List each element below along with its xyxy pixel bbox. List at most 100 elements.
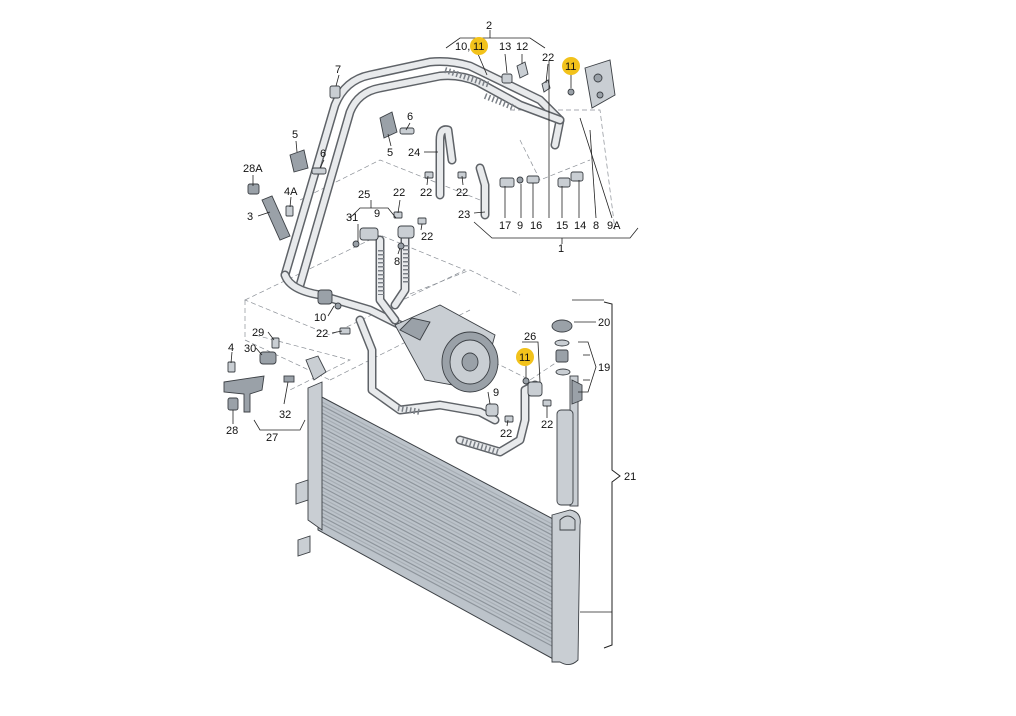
callout-6-top: 6 — [407, 111, 413, 123]
condenser-fin-line — [321, 445, 553, 569]
leader-lines — [230, 30, 639, 649]
part-32 — [283, 375, 295, 383]
condenser-fin-line — [321, 464, 553, 588]
callout-25: 25 — [358, 189, 370, 201]
callout-22-a: 22 — [420, 187, 432, 199]
condenser-fin-line — [321, 401, 553, 525]
callout-12: 12 — [516, 41, 528, 53]
condenser-fin-line — [321, 438, 553, 562]
condenser-fin-line — [321, 475, 553, 599]
refrigerant-lines — [280, 57, 565, 457]
highlight-badge-11-right — [562, 57, 580, 75]
callout-8-right: 8 — [593, 220, 599, 232]
callout-27: 27 — [266, 432, 278, 444]
callout-9-right: 9 — [517, 220, 523, 232]
callout-16: 16 — [530, 220, 542, 232]
callout-2: 2 — [486, 20, 492, 32]
condenser-fin-line — [321, 497, 553, 621]
callout-11-top: 11 — [473, 41, 484, 53]
condenser-fin-line — [321, 512, 553, 636]
condenser-fin-line — [321, 486, 553, 610]
callout-11-lower: 11 — [519, 352, 530, 364]
condenser-fin-line — [321, 482, 553, 606]
receiver-drier — [551, 319, 583, 507]
callout-4: 4 — [228, 342, 234, 354]
condenser — [295, 355, 581, 665]
callout-28: 28 — [226, 425, 238, 437]
clamp-5-left — [289, 149, 309, 173]
compressor — [394, 304, 499, 393]
condenser-fin-line — [321, 449, 553, 573]
callout-10: 10, — [455, 41, 470, 53]
condenser-fin-line — [321, 523, 553, 647]
clamp-5-top — [379, 111, 398, 139]
callout-32: 32 — [279, 409, 291, 421]
fitting-25b — [397, 225, 415, 239]
callout-15: 15 — [556, 220, 568, 232]
condenser-fin-line — [321, 405, 553, 529]
fitting-10 — [317, 289, 333, 305]
highlight-badge-11-lower — [516, 348, 534, 366]
condenser-fin-line — [321, 471, 553, 595]
bolt-29 — [271, 337, 280, 349]
callout-labels: 2 10, 11 13 12 22 11 7 6 5 6 5 24 22 22 … — [226, 20, 636, 483]
part-13 — [501, 73, 513, 84]
o-ring-11-top — [567, 88, 575, 96]
callout-22-g: 22 — [541, 419, 553, 431]
callout-30: 30 — [244, 343, 256, 355]
part-28 — [227, 397, 239, 411]
condenser-fin-line — [321, 442, 553, 566]
condenser-fin-line — [321, 419, 553, 544]
expansion-valve — [584, 59, 616, 109]
callout-22-c: 22 — [393, 187, 405, 199]
condenser-fin-line — [321, 431, 553, 555]
condenser-fin-line — [321, 468, 553, 592]
callout-9-upper: 9 — [374, 208, 380, 220]
callout-1: 1 — [558, 243, 564, 255]
condenser-fin-line — [321, 490, 553, 614]
bracket-3 — [261, 195, 291, 241]
callout-9A: 9A — [607, 220, 621, 232]
condenser-fin-line — [321, 519, 553, 643]
condenser-fin-line — [321, 412, 553, 536]
condenser-fin-line — [321, 453, 553, 577]
condenser-fin-line — [321, 501, 553, 625]
callout-29: 29 — [252, 327, 264, 339]
callout-22-top: 22 — [542, 52, 554, 64]
condenser-fin-line — [321, 479, 553, 603]
callout-22-e: 22 — [316, 328, 328, 340]
callout-23: 23 — [458, 209, 470, 221]
condenser-fin-line — [321, 516, 553, 640]
callout-14: 14 — [574, 220, 586, 232]
callout-3: 3 — [247, 211, 253, 223]
condenser-fin-line — [321, 427, 553, 551]
bolt-6-left — [311, 167, 327, 175]
fittings — [223, 59, 616, 423]
condenser-fins — [321, 401, 553, 647]
fitting-25a — [359, 227, 379, 241]
part-15 — [557, 177, 571, 188]
condenser-fin-line — [321, 493, 553, 617]
callout-17: 17 — [499, 220, 511, 232]
callout-7: 7 — [335, 64, 341, 76]
part-17 — [499, 177, 515, 188]
callout-21: 21 — [624, 471, 636, 483]
callout-8-left: 8 — [394, 256, 400, 268]
callout-10-lower: 10 — [314, 312, 326, 324]
condenser-fin-line — [321, 434, 553, 558]
bolt-4A — [285, 205, 294, 217]
callout-20: 20 — [598, 317, 610, 329]
callout-22-d: 22 — [421, 231, 433, 243]
callout-6-left: 6 — [320, 148, 326, 160]
condenser-fin-line — [321, 508, 553, 632]
condenser-fin-line — [321, 456, 553, 580]
part-28A — [247, 183, 260, 195]
condenser-fin-line — [321, 423, 553, 547]
condenser-fin-line — [321, 408, 553, 532]
callout-11-right: 11 — [565, 61, 576, 73]
condenser-fin-line — [321, 460, 553, 584]
callout-13: 13 — [499, 41, 511, 53]
part-14 — [570, 171, 584, 182]
highlight-badges — [470, 37, 580, 366]
